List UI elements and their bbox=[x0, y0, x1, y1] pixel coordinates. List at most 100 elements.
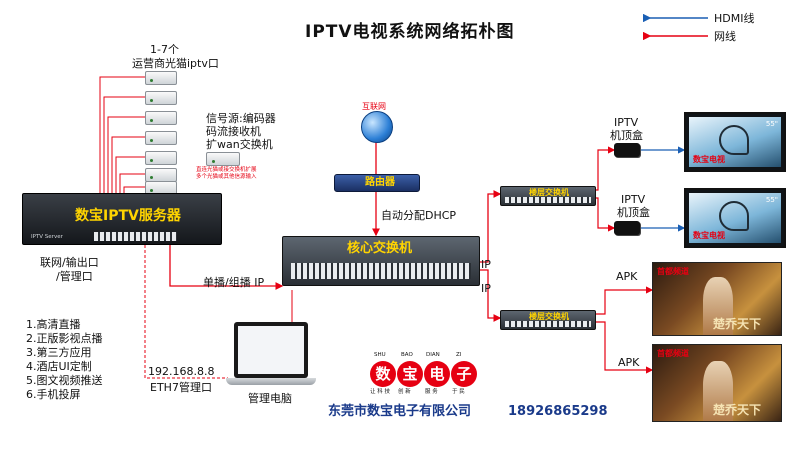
management-pc-icon bbox=[226, 322, 316, 386]
floor-switch-2: 楼层交换机 bbox=[500, 310, 596, 330]
server-ports-line-1: 联网/输出口 bbox=[40, 256, 99, 269]
company-name: 东莞市数宝电子有限公司 bbox=[328, 404, 472, 419]
unicast-label: 单播/组播 IP bbox=[203, 276, 265, 289]
internet-globe-icon bbox=[361, 111, 393, 143]
legend-net-label: 网线 bbox=[714, 30, 736, 43]
iptv-server: 数宝IPTV服务器 IPTV Server bbox=[22, 193, 222, 245]
floor-switch-1-label: 楼层交换机 bbox=[529, 188, 569, 197]
feature-item: 4.酒店UI定制 bbox=[26, 360, 92, 373]
server-badge: IPTV Server bbox=[31, 234, 63, 240]
logo-slogan-3: 服 务 bbox=[425, 389, 438, 395]
signal-source-line-1: 信号源:编码器 bbox=[206, 112, 276, 125]
apk-poster-1: 首都频道 楚乔天下 bbox=[652, 262, 782, 336]
server-to-core-line bbox=[169, 238, 284, 290]
mgmt-dashed-line bbox=[144, 245, 228, 379]
core-port-panel bbox=[290, 263, 472, 279]
feature-item: 1.高清直播 bbox=[26, 318, 81, 331]
apk-poster-2: 首都频道 楚乔天下 bbox=[652, 344, 782, 422]
laptop-base bbox=[226, 378, 316, 385]
optical-modem-icon bbox=[145, 71, 177, 85]
logo-slogan-2: 创 新 bbox=[398, 389, 411, 395]
pc-label: 管理电脑 bbox=[248, 392, 292, 405]
floor1-to-stb2-line bbox=[594, 197, 616, 232]
dhcp-label: 自动分配DHCP bbox=[381, 209, 457, 222]
signal-source-line-2: 码流接收机 bbox=[206, 125, 261, 138]
floor1-to-stb1-line bbox=[594, 146, 616, 191]
feature-item: 6.手机投屏 bbox=[26, 388, 81, 401]
router-label: 路由器 bbox=[365, 177, 395, 188]
encoder-icon bbox=[206, 152, 240, 166]
tv-2-screen: 55" 数宝电视 bbox=[689, 193, 781, 243]
internet-label: 互联网 bbox=[362, 102, 386, 111]
logo-char-1: 数 bbox=[370, 361, 396, 387]
floor-switch-1: 楼层交换机 bbox=[500, 186, 596, 206]
feature-item: 5.图文视频推送 bbox=[26, 374, 103, 387]
logo-char-3: 电 bbox=[424, 361, 450, 387]
optical-modem-icon bbox=[145, 151, 177, 165]
stb-2-label-line-2: 机顶盒 bbox=[617, 206, 650, 219]
logo-pinyin-4: ZI bbox=[456, 352, 462, 358]
optical-modem-icon bbox=[145, 131, 177, 145]
core-switch-label: 核心交换机 bbox=[347, 241, 413, 256]
stb-1-icon bbox=[614, 143, 640, 157]
tv-1-size: 55" bbox=[765, 120, 778, 128]
signal-source-line-3: 扩wan交换机 bbox=[206, 138, 273, 151]
floor2-to-apk2-line bbox=[594, 321, 654, 374]
tv-2-brand: 数宝电视 bbox=[693, 231, 725, 240]
laptop-screen bbox=[234, 322, 308, 378]
floor-switch-2-label: 楼层交换机 bbox=[529, 312, 569, 321]
legend-hdmi-label: HDMI线 bbox=[714, 12, 755, 25]
logo-char-4: 子 bbox=[451, 361, 477, 387]
server-label: 数宝IPTV服务器 bbox=[75, 208, 181, 224]
optical-modem-icon bbox=[145, 91, 177, 105]
signal-note-line-1: 直连光猫或接交换机扩展 bbox=[196, 167, 257, 173]
logo-char-2: 宝 bbox=[397, 361, 423, 387]
mgmt-ip-label: 192.168.8.8 bbox=[148, 365, 215, 378]
company-phone: 18926865298 bbox=[508, 404, 608, 419]
isp-uplinks bbox=[99, 76, 145, 238]
eth7-label: ETH7管理口 bbox=[150, 381, 212, 394]
ip-label-upper: IP bbox=[481, 258, 491, 271]
floor2-to-apk1-line bbox=[594, 286, 654, 315]
ip-label-lower: IP bbox=[481, 282, 491, 295]
floor-switch-2-ports bbox=[504, 321, 592, 327]
tv-1-brand: 数宝电视 bbox=[693, 155, 725, 164]
poster-2-figure bbox=[703, 361, 733, 421]
stb-1-label-line-1: IPTV bbox=[614, 116, 639, 129]
server-ports-line-2: /管理口 bbox=[56, 270, 93, 283]
core-to-floor1-line bbox=[478, 190, 502, 263]
logo-pinyin-2: BAO bbox=[401, 352, 413, 358]
feature-item: 3.第三方应用 bbox=[26, 346, 92, 359]
logo-pinyin-3: DIAN bbox=[426, 352, 440, 358]
tv-2: 55" 数宝电视 bbox=[684, 188, 786, 248]
logo-slogan-1: 让 科 技 bbox=[370, 389, 390, 395]
stb-2-icon bbox=[614, 221, 640, 235]
poster-2-show: 楚乔天下 bbox=[713, 403, 762, 417]
stb-2-label-line-1: IPTV bbox=[621, 193, 646, 206]
tv-2-artwork bbox=[719, 201, 749, 231]
apk-label-1: APK bbox=[616, 270, 638, 283]
stb-1-label-line-2: 机顶盒 bbox=[610, 129, 643, 142]
isp-count-label: 1-7个 bbox=[150, 43, 179, 56]
poster-1-figure bbox=[703, 277, 733, 335]
feature-item: 2.正版影视点播 bbox=[26, 332, 103, 345]
apk-label-2: APK bbox=[618, 356, 640, 369]
server-port-panel bbox=[94, 232, 178, 241]
tv-2-size: 55" bbox=[765, 196, 778, 204]
optical-modem-icon bbox=[145, 168, 177, 182]
logo-pinyin-1: SHU bbox=[374, 352, 386, 358]
core-to-floor2-line bbox=[478, 269, 502, 322]
page-title: IPTV电视系统网络拓朴图 bbox=[305, 22, 515, 42]
tv-1-artwork bbox=[719, 125, 749, 155]
poster-1-channel: 首都频道 bbox=[657, 267, 689, 276]
poster-2-channel: 首都频道 bbox=[657, 349, 689, 358]
poster-1-show: 楚乔天下 bbox=[713, 317, 762, 331]
floor-switch-1-ports bbox=[504, 197, 592, 203]
signal-note-line-2: 多个光猫或其他信源输入 bbox=[196, 174, 257, 180]
optical-modem-icon bbox=[145, 111, 177, 125]
tv-1-screen: 55" 数宝电视 bbox=[689, 117, 781, 167]
core-switch: 核心交换机 bbox=[282, 236, 480, 286]
router: 路由器 bbox=[334, 174, 420, 192]
